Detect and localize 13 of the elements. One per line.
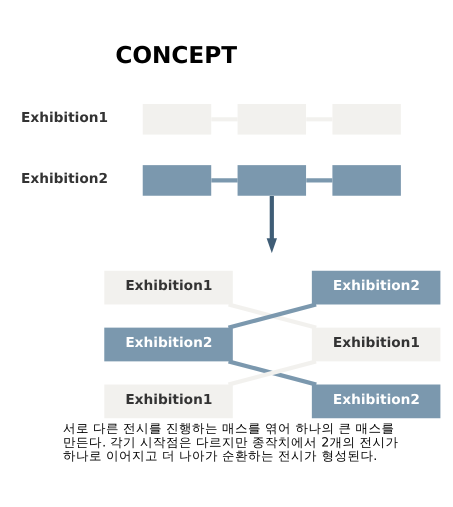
node-label: Exhibition2: [21, 170, 108, 187]
node-box: Exhibition2: [312, 270, 440, 304]
node-box: Exhibition2: [312, 384, 440, 418]
arrow: [266, 196, 277, 254]
node-box: [142, 165, 212, 196]
node-box: Exhibition2: [104, 328, 233, 362]
diagram-title: CONCEPT: [115, 42, 238, 70]
node-box: [238, 165, 306, 196]
node-label: Exhibition1: [21, 110, 108, 126]
caption: 서로 다른 전시를 진행하는 매스를 엮어 하나의 큰 매스를 만든다. 각기 시작점은 다르지만 종작치에서 2개의 전시가 하나로 이어지고 더 나아가 순환하는 전시가 형성된다.: [63, 420, 398, 463]
connector: [306, 178, 332, 183]
node-box: [332, 165, 401, 196]
connector: [211, 178, 238, 183]
